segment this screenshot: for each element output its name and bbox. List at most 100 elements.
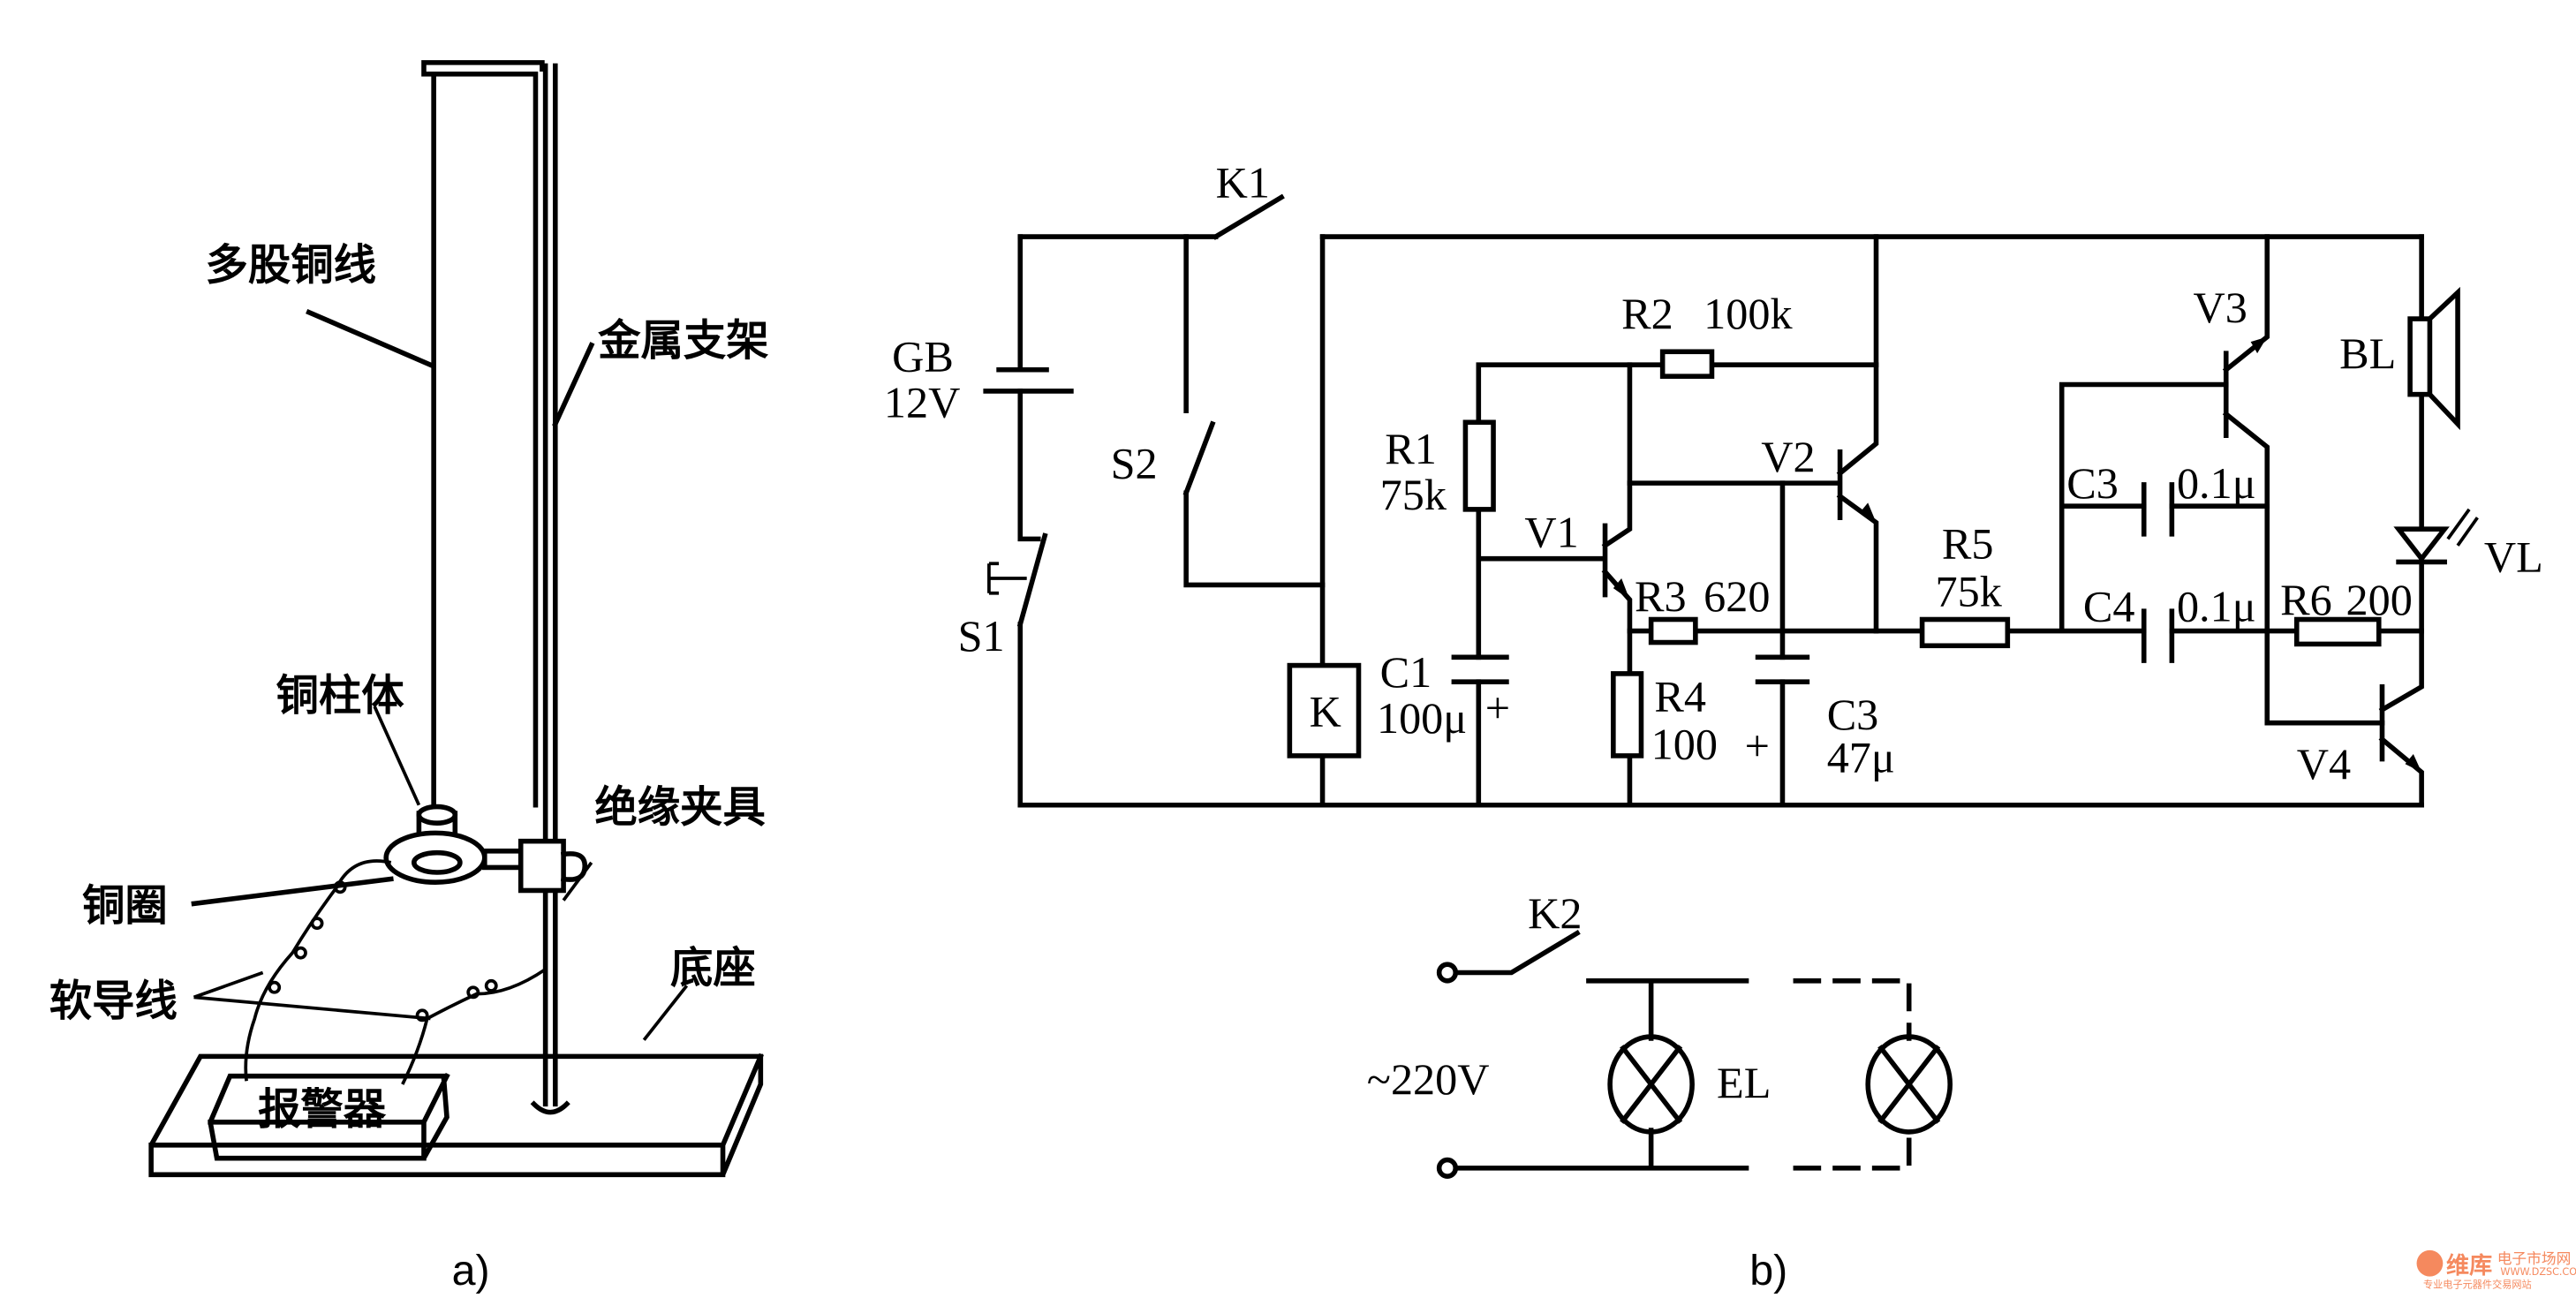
speaker-bl [2407,316,2433,397]
relay-k [1287,662,1362,758]
lamp-el [1607,1034,1695,1135]
stranded-copper-wire [421,60,545,808]
label-vl: VL [2484,532,2543,582]
watermark-slogan: 专业电子元器件交易网站 [2423,1279,2532,1291]
switch-k1 [1212,193,1285,240]
label-c4: C4 [2083,581,2135,630]
switch-s2 [1182,420,1216,496]
label-c3-01: C3 [2066,458,2119,508]
speaker-cone [2426,286,2460,431]
mains-terminal-bottom [1436,1157,1459,1179]
label-alarm: 报警器 [258,1085,387,1135]
label-r1-value: 75k [1380,470,1447,519]
label-stranded-wire: 多股铜线 [206,240,376,290]
label-r4-value: 100 [1651,720,1718,769]
label-r6-value: 200 [2346,575,2413,624]
wire [1873,381,2270,634]
figure-b: K K1 GB 12V [884,157,2543,1294]
switch-s1-mark [987,562,1027,595]
soft-wire-2 [401,968,547,1085]
label-r2: R2 [1621,289,1673,338]
wire-coil [466,985,480,1000]
wire-coil [310,917,324,931]
capacitor-c4 [2141,608,2175,663]
resistor-r1 [1462,419,1496,512]
watermark-brand: 维库 [2446,1252,2492,1279]
transistor-v2-arrow [1859,502,1877,523]
label-k2: K2 [1528,888,1582,938]
label-c3-47-value: 47μ [1827,733,1895,782]
leader-line [552,342,595,427]
relay-label: K [1310,686,1341,736]
label-copper-cylinder: 铜柱体 [276,671,405,721]
lamp-extra [1865,1034,1953,1135]
wire-coil [484,978,498,992]
wire [1017,234,1041,808]
label-c3-47: C3 [1827,690,1879,739]
label-mains: ~220V [1367,1054,1490,1104]
resistor-r2 [1659,349,1715,379]
leader-line [306,308,434,368]
label-s2: S2 [1111,439,1158,488]
leader-line [191,876,394,907]
mains-terminal-top [1436,962,1459,984]
label-c1: C1 [1380,647,1432,697]
resistor-r5 [1919,616,2011,649]
led-vl [2393,526,2450,565]
watermark-logo-icon [2416,1249,2444,1277]
capacitor-c3-01u [2141,482,2175,537]
label-r5-value: 75k [1935,567,2002,616]
base [148,1053,764,1178]
copper-ring [383,830,487,885]
label-r1: R1 [1385,424,1437,473]
ring-arm [482,849,524,871]
led-light-arrows [2446,508,2479,547]
caption-a: a) [452,1247,490,1294]
wire [1183,234,1326,588]
label-r6: R6 [2280,575,2332,624]
label-r3-value: 620 [1703,571,1770,621]
label-gb-value: 12V [884,378,961,427]
transistor-v4 [2378,555,2424,808]
leader-line [373,706,421,806]
label-v2: V2 [1761,432,1815,481]
watermark: 维库 电子市场网 WWW.DZSC.COM 专业电子元器件交易网站 [2416,1249,2576,1291]
wire-coil [415,1008,429,1023]
resistor-r6 [2293,616,2382,647]
switch-s1 [1016,532,1048,628]
label-insulating-clamp: 绝缘夹具 [594,782,765,832]
capacitor-c3-47u [1755,654,1810,684]
battery-gb [983,366,1074,394]
label-bl: BL [2339,328,2396,378]
label-el: EL [1717,1058,1771,1107]
transistor-v3-arrow [2250,336,2268,354]
label-v1: V1 [1524,508,1578,557]
label-r4: R4 [1654,672,1706,721]
label-r2-value: 100k [1703,289,1793,338]
wire-coil [293,946,307,960]
label-s1: S1 [958,611,1005,660]
transistor-v4-arrow [2405,754,2422,773]
soft-wire-1 [244,859,392,1082]
clamp-screw [560,851,588,882]
wire-dashed [1793,977,1912,1171]
polarity-c1: + [1485,683,1510,733]
leader-line [562,861,593,902]
wire [1476,362,1879,808]
transistor-v2 [1779,234,1879,634]
label-gb: GB [892,332,954,381]
label-k1: K1 [1216,157,1270,207]
label-base: 底座 [670,944,756,993]
resistor-r3 [1648,616,1698,645]
watermark-url: WWW.DZSC.COM [2500,1266,2576,1278]
figure-a: 多股铜线 金属支架 铜柱体 绝缘夹具 铜圈 软导线 底座 报警器 a) [49,60,769,1294]
polarity-c3: + [1745,721,1770,771]
capacitor-c1 [1451,654,1509,684]
leader-line [642,985,689,1041]
transistor-v1-arrow [1613,578,1630,600]
label-copper-ring: 铜圈 [82,881,168,931]
label-c4-value: 0.1μ [2177,581,2256,630]
label-soft-wire: 软导线 [49,977,178,1026]
label-c3-01-value: 0.1μ [2177,458,2256,508]
